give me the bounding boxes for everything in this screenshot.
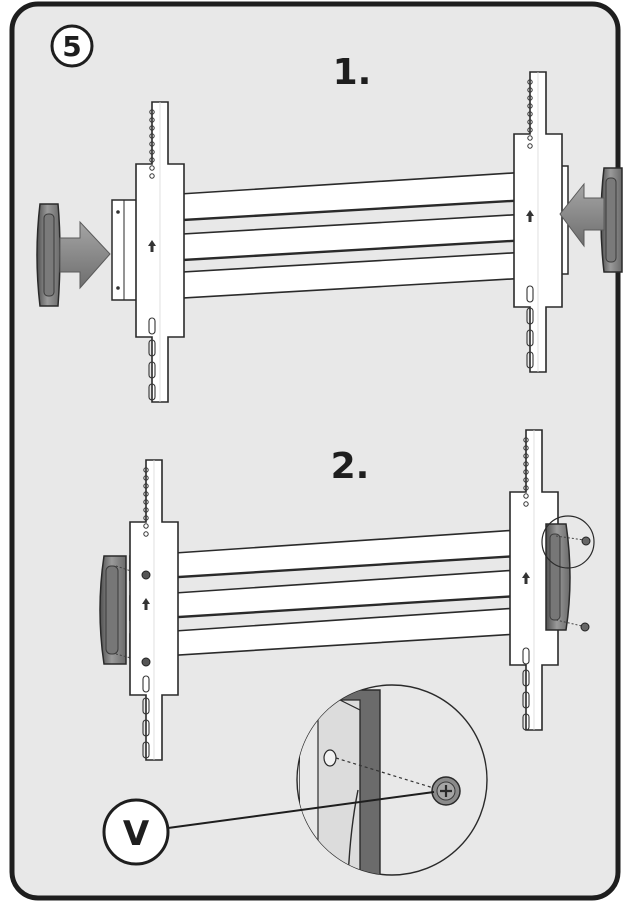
push-left-arrow-icon: [559, 182, 605, 248]
step-badge-number: 5: [62, 30, 81, 63]
screw-head-icon: [431, 776, 461, 806]
callout-v-label: V: [123, 814, 150, 854]
step-2-label: 2.: [331, 446, 370, 487]
step-1-rails: [147, 171, 529, 301]
step-2-right-end-cap: [545, 523, 571, 631]
step-1-illustration: [36, 71, 623, 403]
detail-highlight-circle: [541, 515, 595, 569]
step-2-illustration: [99, 429, 595, 761]
push-right-arrow-icon: [59, 220, 111, 290]
step-1-left-end-cap: [36, 203, 61, 307]
step-1-label: 1.: [333, 52, 372, 93]
callout-v: V: [102, 791, 435, 866]
step-2-left-end-cap: [99, 555, 147, 665]
step-2-screws: [555, 535, 591, 632]
step-2-left-bracket: [129, 459, 179, 761]
step-badge: 5: [50, 24, 94, 68]
step-1-right-end-cap: [600, 167, 623, 273]
step-2-rails: [129, 529, 519, 659]
